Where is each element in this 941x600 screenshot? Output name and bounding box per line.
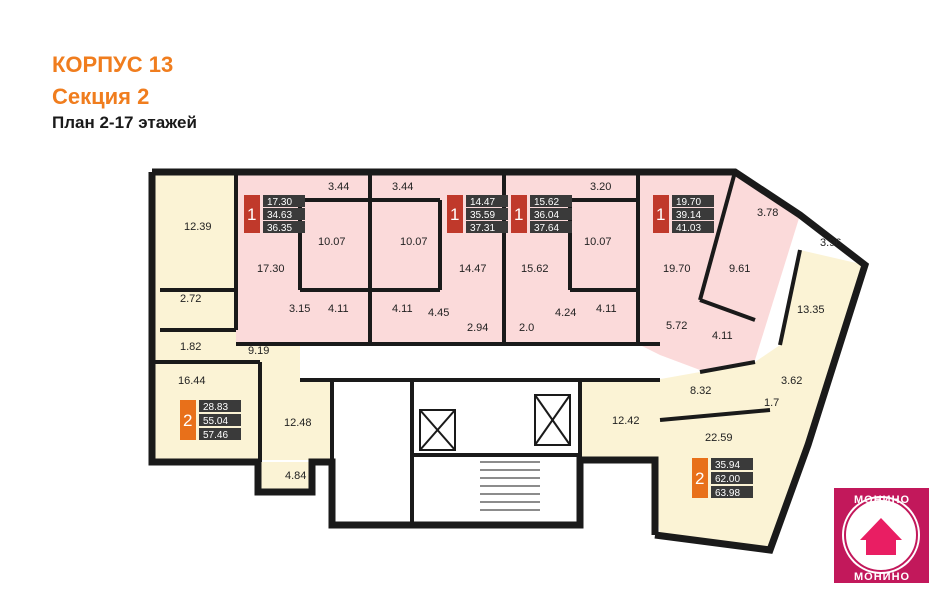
svg-text:37.64: 37.64 [534,223,559,234]
section-title: Секция 2 [52,84,150,109]
room-area: 9.61 [729,263,750,275]
svg-text:55.04: 55.04 [203,416,228,427]
room-area: 3.62 [781,375,802,387]
svg-text:2: 2 [183,411,192,430]
inner-walls [152,171,802,525]
room-area: 12.48 [284,417,312,429]
svg-text:17.30: 17.30 [267,197,292,208]
apartment-badge-2a: 2 28.83 55.04 57.46 [180,400,241,441]
room-area: 4.24 [555,307,576,319]
svg-text:1: 1 [514,205,523,224]
apartment-badge-2b: 2 35.94 62.00 63.98 [692,458,753,499]
room-area: 3.44 [392,181,413,193]
apartment-badge-1b: 1 14.47 35.59 37.31 [447,195,508,234]
room-area: 10.07 [400,236,428,248]
svg-text:МОНИНО: МОНИНО [854,571,910,583]
svg-text:36.04: 36.04 [534,210,559,221]
svg-text:2: 2 [695,469,704,488]
room-area: 2.72 [180,293,201,305]
room-area: 1.82 [180,341,201,353]
room-area: 17.30 [257,263,285,275]
room-area: 13.35 [797,304,825,316]
svg-text:57.46: 57.46 [203,430,228,441]
svg-text:35.94: 35.94 [715,460,740,471]
svg-text:28.83: 28.83 [203,402,228,413]
room-area: 3.78 [757,207,778,219]
apartment-badge-1d: 1 19.70 39.14 41.03 [653,195,714,234]
apartment-badge-1c: 1 15.62 36.04 37.64 [511,195,572,234]
svg-text:34.63: 34.63 [267,210,292,221]
room-area: 2.0 [519,322,534,334]
svg-text:15.62: 15.62 [534,197,559,208]
apartment-badge-1a: 1 17.30 34.63 36.35 [244,195,305,234]
room-area: 19.70 [663,263,691,275]
room-area: 3.44 [328,181,349,193]
svg-text:63.98: 63.98 [715,488,740,499]
room-area: 16.44 [178,375,206,387]
house-icon [860,518,902,555]
svg-text:37.31: 37.31 [470,223,495,234]
svg-text:МОНИНО: МОНИНО [854,494,910,506]
room-area: 2.94 [467,322,488,334]
svg-text:35.59: 35.59 [470,210,495,221]
elevator-shafts [419,394,571,451]
building-title: КОРПУС 13 [52,52,174,77]
room-area: 15.62 [521,263,549,275]
room-area: 4.45 [428,307,449,319]
staircase [480,461,540,511]
monino-logo: МОНИНО МОНИНО [834,488,929,583]
room-area: 4.11 [328,303,349,315]
room-area: 9.19 [248,345,269,357]
room-area: 4.11 [392,303,413,315]
room-area: 5.72 [666,320,687,332]
svg-text:19.70: 19.70 [676,197,701,208]
room-area: 3.20 [590,181,611,193]
room-area: 22.59 [705,432,733,444]
svg-text:1: 1 [450,205,459,224]
room-area: 12.42 [612,415,640,427]
room-area: 10.07 [318,236,346,248]
room-area: 3.96 [820,237,841,249]
room-area: 3.15 [289,303,310,315]
svg-text:1: 1 [247,205,256,224]
room-areas: 12.39 2.72 1.82 9.19 16.44 12.48 4.84 3.… [178,181,841,482]
svg-text:14.47: 14.47 [470,197,495,208]
floor-plan-title: План 2-17 этажей [52,113,197,132]
room-area: 1.7 [764,397,779,409]
svg-text:41.03: 41.03 [676,223,701,234]
room-area: 14.47 [459,263,487,275]
room-area: 4.84 [285,470,306,482]
svg-text:62.00: 62.00 [715,474,740,485]
svg-text:1: 1 [656,205,665,224]
room-area: 4.11 [596,303,617,315]
svg-text:39.14: 39.14 [676,210,701,221]
room-area: 10.07 [584,236,612,248]
room-area: 8.32 [690,385,711,397]
svg-text:36.35: 36.35 [267,223,292,234]
room-area: 12.39 [184,221,212,233]
room-area: 4.11 [712,330,733,342]
